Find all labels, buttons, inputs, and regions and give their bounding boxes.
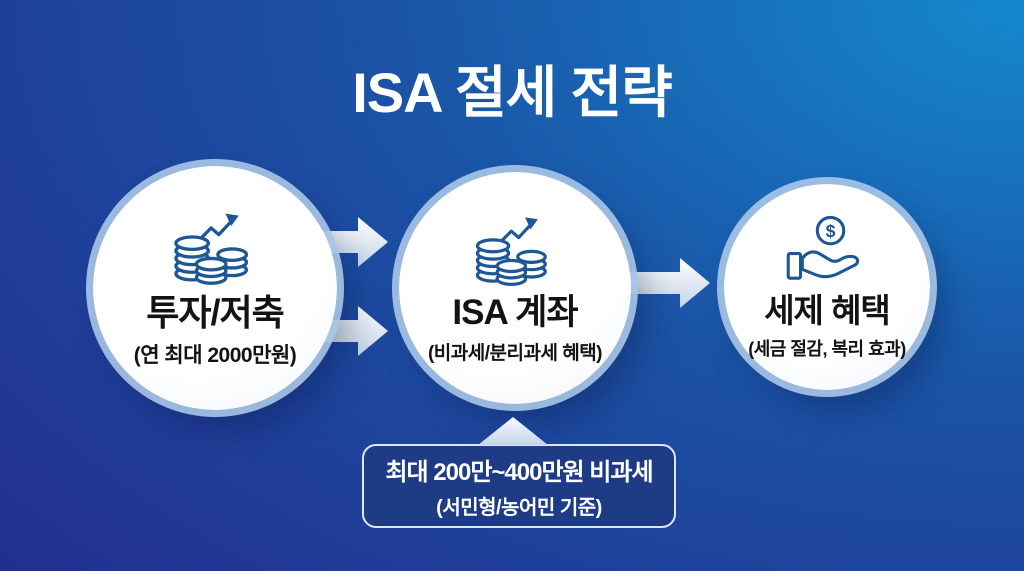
arrow-node1-to-node2-bottom <box>300 306 388 356</box>
hand-receiving-coin-icon: $ <box>786 215 860 280</box>
callout-tax-exemption: 최대 200만~400만원 비과세 (서민형/농어민 기준) <box>362 444 676 528</box>
node-sublabel: (세금 절감, 복리 효과) <box>748 339 906 360</box>
page-title: ISA 절세 전략 <box>352 61 672 124</box>
dollar-sign-glyph: $ <box>826 221 836 241</box>
node-isa-account: ISA 계좌 (비과세/분리과세 혜택) <box>399 172 631 404</box>
node-label: ISA 계좌 <box>452 292 578 332</box>
callout-pointer-triangle <box>478 417 548 445</box>
callout-line1: 최대 200만~400만원 비과세 <box>385 459 653 486</box>
callout-line2: (서민형/농어민 기준) <box>436 497 602 519</box>
node-tax-benefit: $ 세제 혜택 (세금 절감, 복리 효과) <box>724 184 930 390</box>
node-label: 투자/저축 <box>146 291 284 333</box>
arrow-node1-to-node2-top <box>300 217 388 267</box>
coin-stack-growth-icon <box>475 217 547 286</box>
node-label: 세제 혜택 <box>764 291 891 329</box>
node-sublabel: (연 최대 2000만원) <box>133 344 297 368</box>
coin-stack-growth-icon <box>174 213 249 285</box>
arrow-node2-to-node3 <box>620 258 710 308</box>
node-investment-savings: 투자/저축 (연 최대 2000만원) <box>93 166 337 410</box>
node-sublabel: (비과세/분리과세 혜택) <box>427 343 603 365</box>
